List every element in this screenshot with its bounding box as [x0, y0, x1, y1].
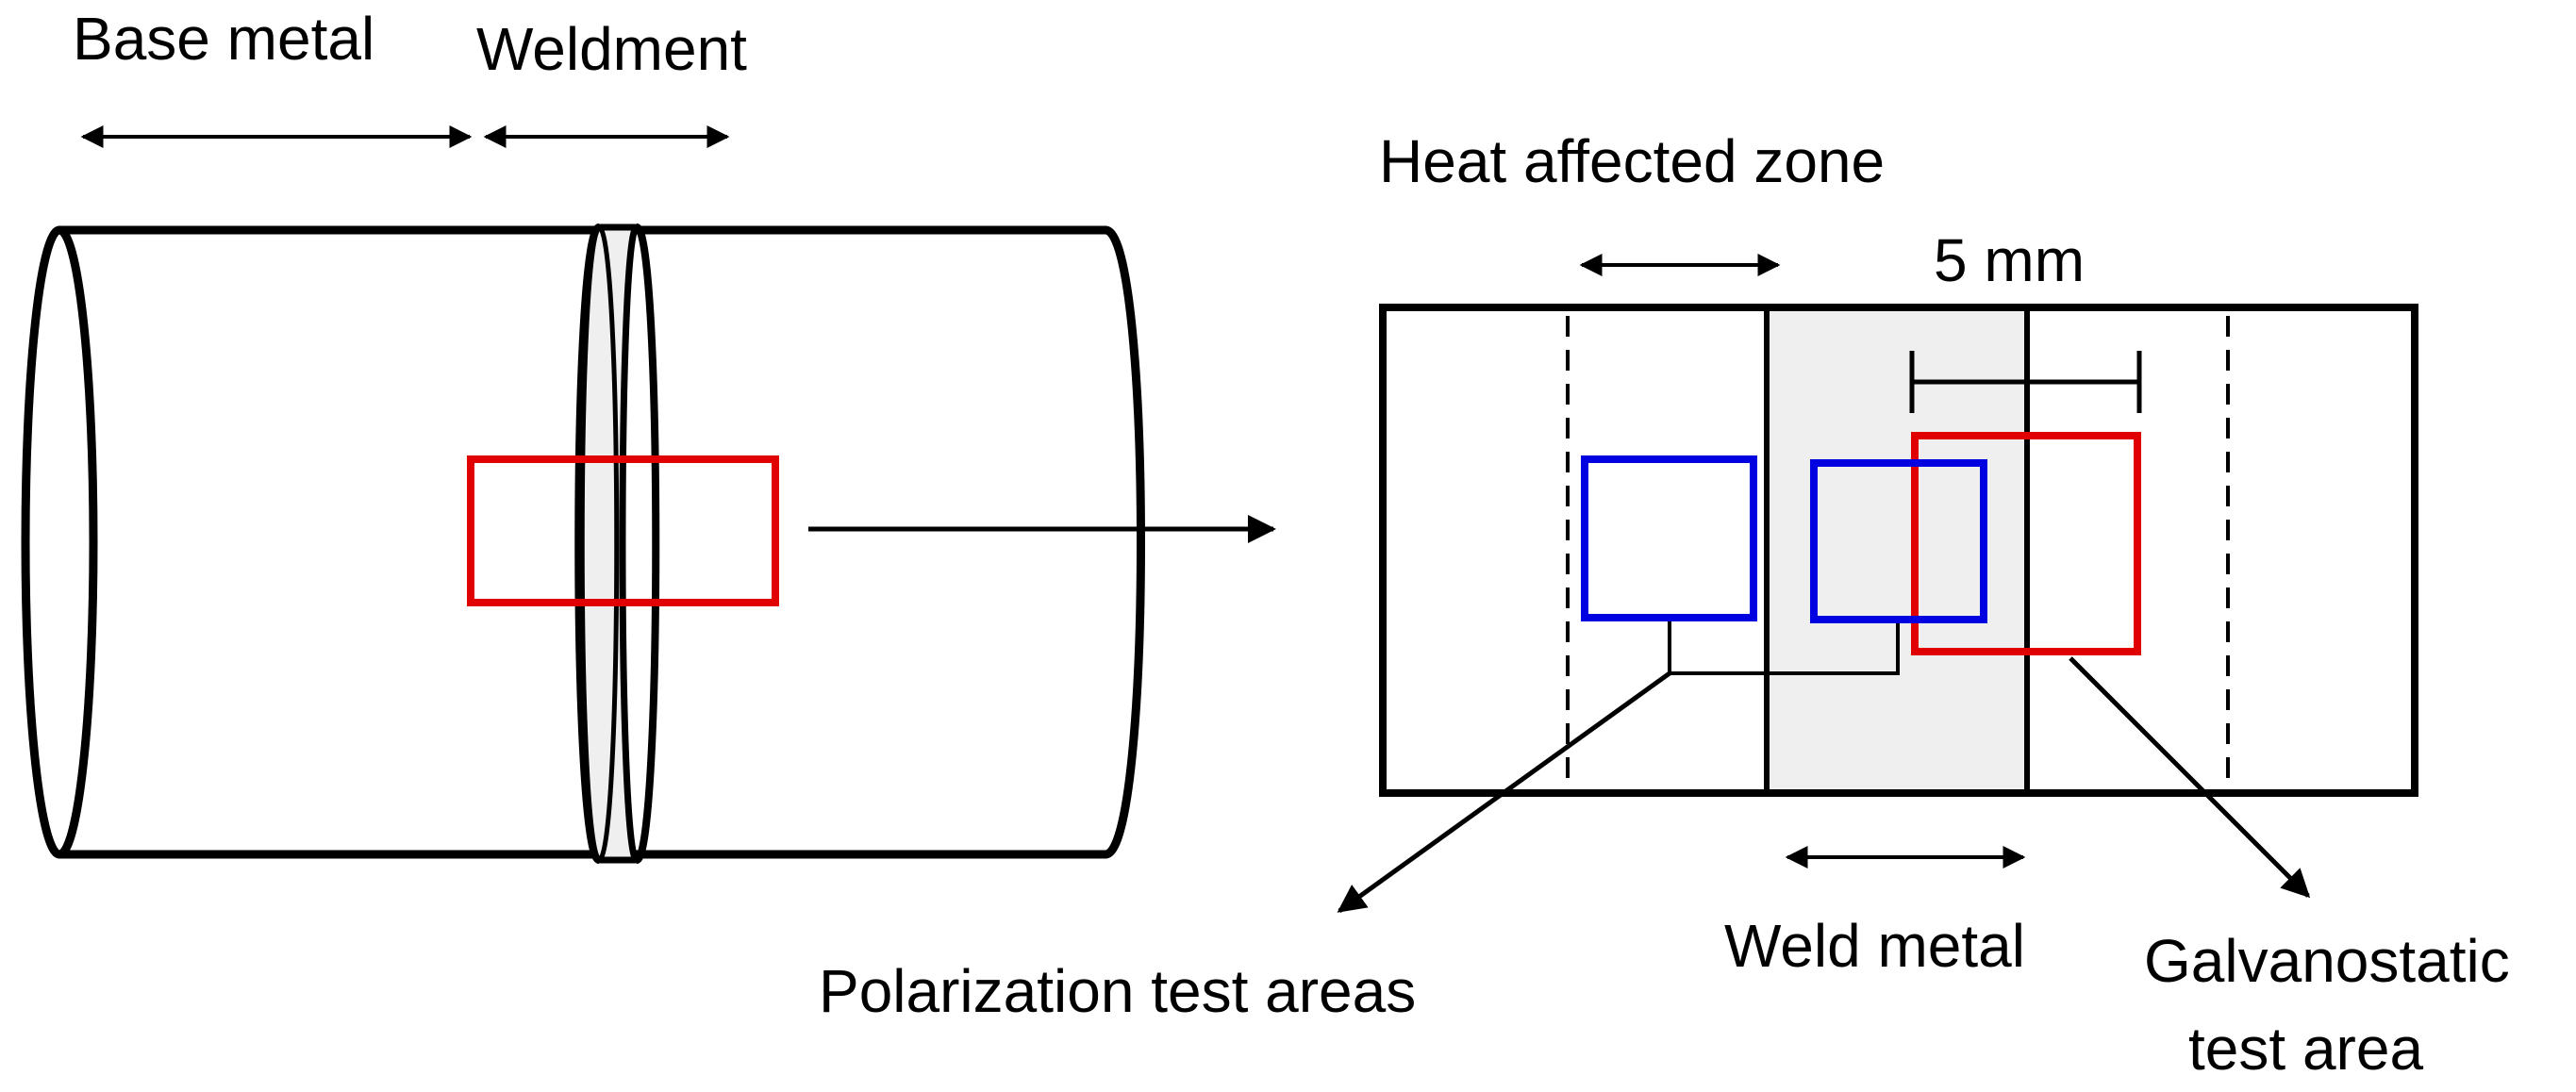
scale-bar	[1909, 351, 2142, 413]
weld-band-left-edge	[574, 223, 603, 864]
scale-label: 5 mm	[1934, 226, 2085, 294]
weld-band-right-edge	[633, 223, 660, 864]
polarization-label: Polarization test areas	[819, 957, 1416, 1025]
galvanostatic-label-line1: Galvanostatic	[2144, 927, 2510, 995]
pipe	[21, 225, 1145, 859]
galvanostatic-label-line2: test area	[2188, 1015, 2423, 1083]
specimen-outline	[1379, 304, 2418, 797]
pipe-selection-box	[467, 455, 779, 606]
polarization-connector	[1668, 617, 1900, 675]
weld-band-inner-edge	[596, 224, 620, 863]
polarization-area-haz	[1581, 455, 1757, 621]
base-metal-label: Base metal	[73, 5, 374, 73]
pipe-right-end	[1104, 225, 1145, 859]
heat-affected-zone-label: Heat affected zone	[1379, 127, 1885, 195]
specimen	[1379, 304, 2418, 797]
galvanostatic-leader-arrow	[2069, 656, 2311, 899]
polarization-leader-arrow	[1337, 670, 1671, 914]
pipe-left-end	[21, 225, 98, 859]
weldment-label: Weldment	[476, 15, 747, 83]
polarization-area-weld	[1810, 459, 1987, 623]
galvanostatic-area	[1911, 432, 2141, 655]
weld-metal-label: Weld metal	[1724, 912, 2025, 980]
weld-band-fill	[577, 223, 640, 864]
pipe-weld-band	[574, 223, 660, 864]
